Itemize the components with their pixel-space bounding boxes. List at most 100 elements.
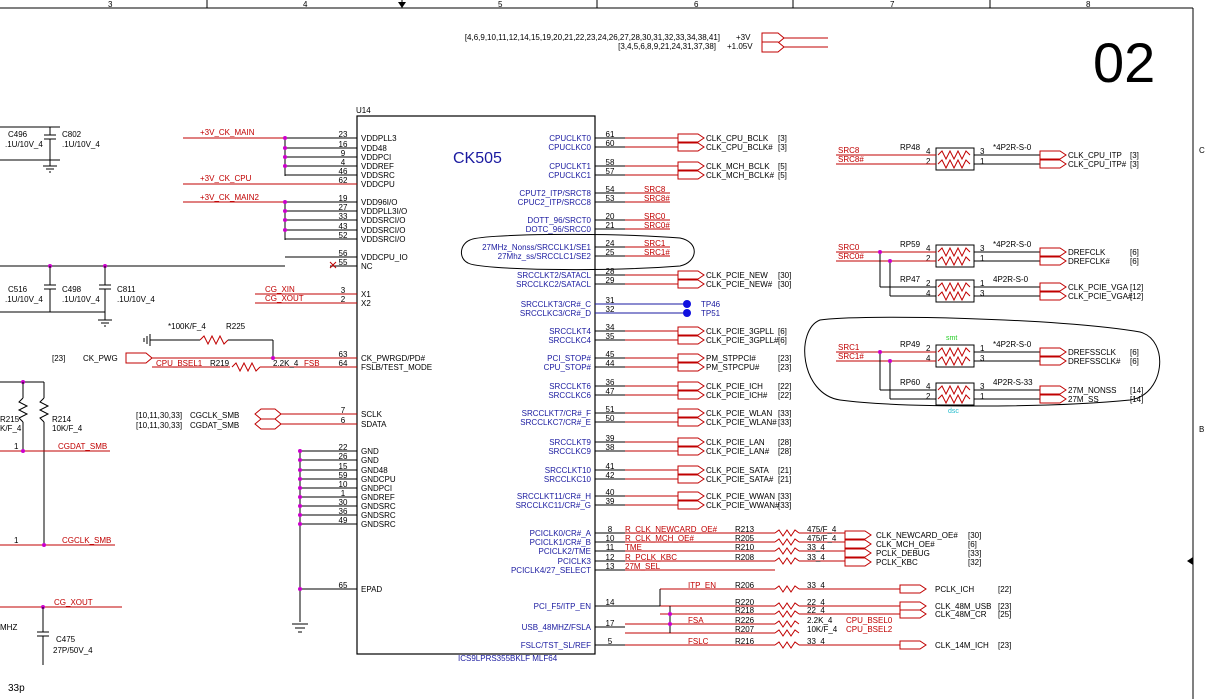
chip-name: CK505 (453, 150, 502, 167)
left-pin-name: VDDSRCI/O (361, 226, 405, 235)
right-pin-name: SRCCLKC2/SATACL (516, 280, 591, 289)
out-flag (677, 417, 705, 427)
out-flag (677, 465, 705, 475)
rp-pin: 4 (926, 354, 931, 363)
cap-c475-ref: C475 (56, 635, 76, 644)
rp-pin: 2 (926, 157, 931, 166)
cap-c498-ref: C498 (62, 285, 82, 294)
pcie-out-net-ref: [30] (778, 280, 791, 289)
ruler-8: 8 (1086, 0, 1091, 9)
ruler-4: 4 (303, 0, 308, 9)
rp-ref: RP60 (900, 378, 921, 387)
right-pin-number: 58 (606, 158, 615, 167)
right-pin-name: PCICLK0/CR#_A (530, 529, 592, 538)
rp-zigzag (937, 158, 971, 170)
r225-ref: R225 (226, 322, 246, 331)
rp-in-label: SRC1# (838, 352, 864, 361)
rp-pin: 1 (980, 279, 985, 288)
bottom-out-flag (899, 584, 927, 594)
pci-res-ref: R208 (735, 553, 755, 562)
rp-out-net: DREFSSCLK (1068, 348, 1117, 357)
rp-out-ref: [3] (1130, 151, 1139, 160)
left-pin-name: SCLK (361, 410, 383, 419)
pcie-out-net-ref: [23] (778, 363, 791, 372)
page-number: 02 (1093, 31, 1155, 94)
right-pin-number: 42 (606, 471, 615, 480)
left-pin-number: 26 (339, 452, 348, 461)
bottom-out-net: CLK_14M_ICH (935, 641, 989, 650)
rp-pin: 3 (980, 244, 985, 253)
pcie-out-net: CLK_PCIE_ICH# (706, 391, 768, 400)
ruler-5: 5 (498, 0, 503, 9)
pcie-out-net: CLK_PCIE_LAN (706, 438, 765, 447)
rp-out-ref: [6] (1130, 248, 1139, 257)
cap-c496-val: .1U/10V_4 (5, 140, 43, 149)
rp-out-net: 27M_SS (1068, 395, 1099, 404)
bottom-bsel-net: CPU_BSEL0 (846, 616, 893, 625)
right-pin-number: 53 (606, 194, 615, 203)
junction-dot (668, 622, 672, 626)
left-pin-name: GNDREF (361, 493, 395, 502)
side-letter-c: C (1199, 146, 1205, 155)
out-flag (677, 161, 705, 171)
pcie-out-net-ref: [22] (778, 382, 791, 391)
rp-pin: 1 (980, 157, 985, 166)
smb-ref-2: [10,11,30,33] (136, 421, 182, 430)
bottom-res-ref: R207 (735, 625, 755, 634)
pcie-out-net: CLK_PCIE_WLAN (706, 409, 772, 418)
bottom-out-flag (899, 640, 927, 650)
bottom-res-val: 2.2K_4 (807, 616, 833, 625)
pci-res-val: 475/F_4 (807, 525, 837, 534)
pci-out-ref: [32] (968, 558, 981, 567)
left-pin-name: GND48 (361, 466, 388, 475)
ref-list-3v: [4,6,9,10,11,12,14,15,19,20,21,22,23,24,… (465, 33, 720, 42)
right-pin-name: SRCCLKT6 (549, 382, 591, 391)
bottom-out-flag (899, 601, 927, 611)
pcie-out-net: CLK_PCIE_NEW (706, 271, 768, 280)
rp-out-ref: [14] (1130, 395, 1143, 404)
bottom-resistor (774, 610, 800, 618)
right-pin-number: 38 (606, 443, 615, 452)
label-mhz: MHZ (0, 623, 17, 632)
right-pin-name: CPUT2_ITP/SRCT8 (519, 189, 591, 198)
rp-pin: 1 (980, 254, 985, 263)
pci-net-label: R_PCLK_KBC (625, 553, 677, 562)
right-pin-number: 36 (606, 378, 615, 387)
rp-ref: RP59 (900, 240, 921, 249)
ruler-6: 6 (694, 0, 699, 9)
left-pin-number: 27 (339, 203, 348, 212)
right-pin-name: SRCCLKT2/SATACL (517, 271, 591, 280)
cpu-out-net-ref: [3] (778, 143, 787, 152)
rp-ref: RP48 (900, 143, 921, 152)
right-pin-number: 40 (606, 488, 615, 497)
net-105v: +1.05V (727, 42, 753, 51)
rp-in-label: SRC8# (838, 155, 864, 164)
bottom-resistor (774, 629, 800, 637)
src-label: SRC0 (644, 212, 666, 221)
net-cgclk-smb-left: CGCLK_SMB (62, 536, 111, 545)
right-pin-number: 47 (606, 387, 615, 396)
cpu-out-net-ref: [3] (778, 134, 787, 143)
left-pin-number: 59 (339, 471, 348, 480)
cpu-out-net-ref: [5] (778, 171, 787, 180)
right-pin-name: SRCCLKC7/CR#_E (520, 418, 591, 427)
pcie-out-net: CLK_PCIE_3GPLL (706, 327, 775, 336)
left-pin-number: 23 (339, 130, 348, 139)
right-pin-number: 14 (606, 598, 615, 607)
cpu-out-net: CLK_CPU_BCLK (706, 134, 769, 143)
right-pin-name: DOTC_96/SRCC0 (526, 225, 592, 234)
rp-ref: RP49 (900, 340, 921, 349)
left-pin-number: 33 (339, 212, 348, 221)
src-label: SRC1# (644, 248, 670, 257)
pcie-out-net-ref: [28] (778, 447, 791, 456)
pin-one-a: 1 (14, 442, 19, 451)
out-flag (677, 437, 705, 447)
rp-out-flag (1039, 150, 1067, 160)
right-outputs: CLK_CPU_BCLK[3]CLK_CPU_BCLK#[3]CLK_MCH_B… (625, 133, 1011, 650)
rp-out-net: DREFSSCLK# (1068, 357, 1121, 366)
r225-val: *100K/F_4 (168, 322, 206, 331)
junction-dot (878, 250, 882, 254)
bottom-bsel-net: CPU_BSEL2 (846, 625, 893, 634)
left-pin-name: GNDSRC (361, 502, 396, 511)
rp-out-net: DREFCLK (1068, 248, 1106, 257)
